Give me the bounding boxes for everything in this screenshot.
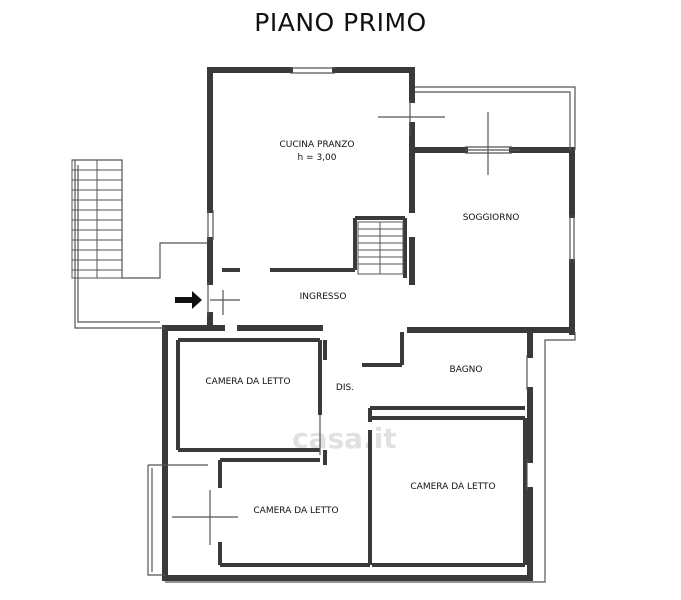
room-label-bedroom-2: CAMERA DA LETTO bbox=[253, 506, 338, 516]
room-label-hallway: DIS. bbox=[336, 383, 354, 393]
plan-title: PIANO PRIMO bbox=[254, 8, 427, 37]
room-label-living: SOGGIORNO bbox=[463, 213, 520, 223]
interior-walls bbox=[176, 216, 527, 567]
room-label-entrance: INGRESSO bbox=[300, 292, 347, 302]
room-label-kitchen: CUCINA PRANZO bbox=[279, 140, 354, 150]
room-label-bathroom: BAGNO bbox=[450, 365, 483, 375]
room-label-bedroom-1: CAMERA DA LETTO bbox=[205, 377, 290, 387]
room-label-bedroom-3: CAMERA DA LETTO bbox=[410, 482, 495, 492]
walls bbox=[162, 67, 575, 581]
staircase-inner bbox=[357, 221, 404, 275]
staircase-left bbox=[71, 159, 123, 279]
entrance-arrow-icon bbox=[175, 291, 202, 309]
room-label-kitchen-height: h = 3,00 bbox=[297, 153, 336, 163]
